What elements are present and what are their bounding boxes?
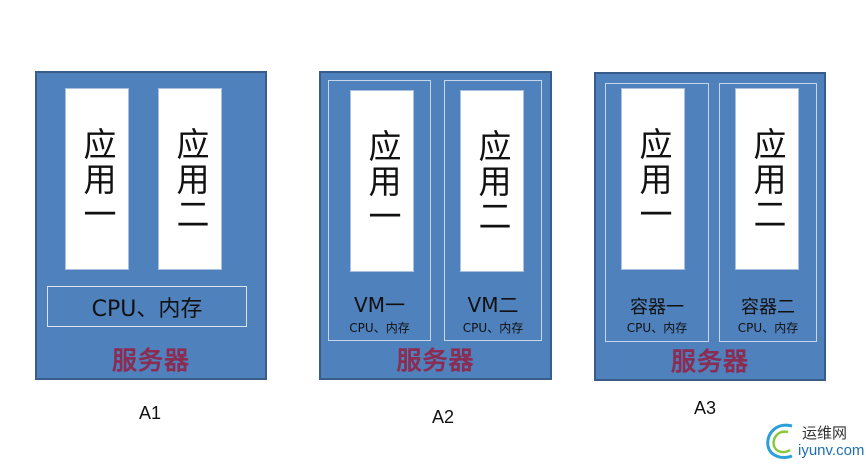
caption-a3: A3 [694,398,717,418]
caption-a2: A2 [432,407,455,427]
app-two-box: 应用二 [735,88,799,270]
container-one-resources: CPU、内存 [626,321,688,335]
watermark-url: iyunv.com [798,442,865,459]
app-one-box: 应用一 [65,88,129,270]
server-a2: 应用一 VM一 CPU、内存 应用二 VM二 CPU、内存 服务器 [319,71,552,380]
app-two-box: 应用二 [158,88,222,270]
cpu-memory-label: CPU、内存 [91,296,203,322]
server-a3: 应用一 容器一 CPU、内存 应用二 容器二 CPU、内存 服务器 [594,72,826,381]
server-label: 服务器 [111,346,190,375]
vm-one-resources: CPU、内存 [349,321,410,335]
app-one-label: 应用一 [634,126,673,232]
container-two-frame: 应用二 容器二 CPU、内存 [719,83,817,342]
server-label: 服务器 [396,346,475,375]
cpu-memory-box: CPU、内存 [47,286,247,327]
vm-one-label: VM一 [354,293,405,317]
watermark-logo-icon [766,423,793,460]
watermark: 运维网 iyunv.com [762,418,865,462]
vm-one-frame: 应用一 VM一 CPU、内存 [328,80,431,341]
app-two-label: 应用二 [748,126,787,232]
caption-a1: A1 [139,403,162,423]
app-one-box: 应用一 [350,90,414,272]
container-one-frame: 应用一 容器一 CPU、内存 [605,83,709,342]
app-two-box: 应用二 [460,90,524,272]
app-one-label: 应用一 [78,126,117,232]
server-a1: 应用一 应用二 CPU、内存 服务器 [35,71,267,380]
app-one-box: 应用一 [621,88,685,270]
app-two-label: 应用二 [473,128,512,234]
container-two-label: 容器二 [741,297,795,318]
vm-two-label: VM二 [467,293,519,317]
container-one-label: 容器一 [630,297,684,318]
watermark-site-name: 运维网 [802,424,848,442]
app-one-label: 应用一 [363,128,402,234]
vm-two-frame: 应用二 VM二 CPU、内存 [444,80,542,341]
server-label: 服务器 [670,347,749,376]
vm-two-resources: CPU、内存 [462,321,524,335]
container-two-resources: CPU、内存 [737,321,799,335]
app-two-label: 应用二 [171,126,210,232]
